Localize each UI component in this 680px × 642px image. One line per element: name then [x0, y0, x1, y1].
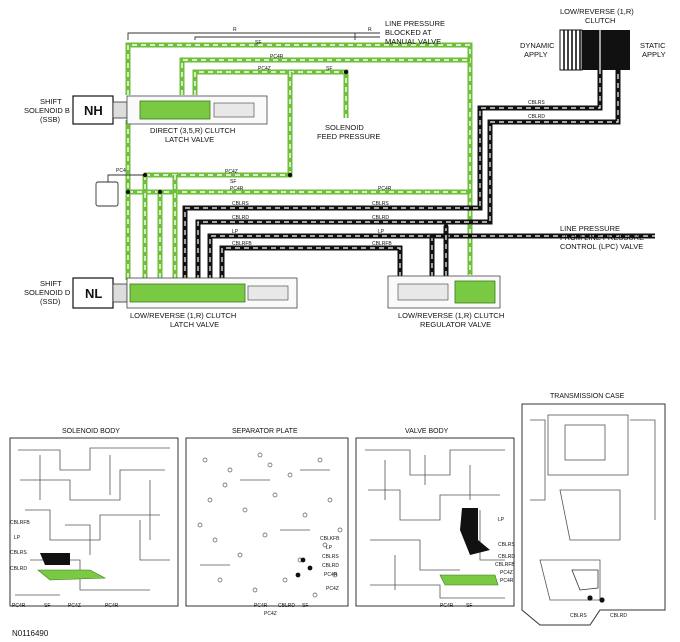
ssd-solenoid: NL	[72, 277, 128, 309]
line-pressure-lpc-3: CONTROL (LPC) VALVE	[560, 242, 643, 251]
lr-clutch-regulator-valve	[387, 275, 501, 309]
tag-cblrfb1: CBLRFB	[232, 241, 252, 247]
document-code: N0116490	[12, 629, 49, 638]
tag-pc4z2: PC4Z	[225, 169, 238, 175]
lr-clutch-latch-2: LATCH VALVE	[170, 320, 219, 329]
shift-solenoid-d-2: SOLENOID D	[24, 288, 71, 297]
vb-cblrs: CBLRS	[498, 542, 515, 548]
tag-sf1: SF	[255, 40, 261, 46]
nl-label: NL	[85, 286, 102, 301]
vb-pc4r: PC4R	[500, 578, 514, 584]
tag-lp2: LP	[378, 229, 385, 235]
top-labels: LINE PRESSURE BLOCKED AT MANUAL VALVE LO…	[24, 7, 666, 329]
tag-r1: R	[233, 27, 237, 33]
direct-clutch-latch-1: DIRECT (3,5,R) CLUTCH	[150, 126, 235, 135]
sp-lp: LP	[326, 545, 333, 551]
lr-clutch-latch-valve	[126, 277, 298, 309]
tag-cblrs1: CBLRS	[232, 201, 249, 207]
sp-pc4r2: PC4R	[254, 603, 268, 609]
clutch-title-2: CLUTCH	[585, 16, 615, 25]
vb-cblrd: CBLRD	[498, 554, 515, 560]
tag-cblrs3: CBLRS	[528, 100, 545, 106]
transmission-case-title: TRANSMISSION CASE	[550, 393, 625, 400]
lr-clutch-regulator-2: REGULATOR VALVE	[420, 320, 491, 329]
tag-pc4z1: PC4Z	[258, 66, 271, 72]
solenoid-passages	[125, 42, 473, 280]
shift-solenoid-b-3: (SSB)	[40, 115, 61, 124]
tag-cblrd2: CBLRD	[372, 215, 389, 221]
sb-pc4z: PC4Z	[68, 603, 81, 609]
line-pressure-lpc-1: LINE PRESSURE	[560, 224, 620, 233]
tag-cblrd3: CBLRD	[528, 114, 545, 120]
tag-sf2: SF	[326, 66, 332, 72]
direct-clutch-latch-2: LATCH VALVE	[165, 135, 214, 144]
dynamic-apply-1: DYNAMIC	[520, 41, 555, 50]
direct-clutch-latch-valve	[126, 95, 268, 125]
sp-cblrd: CBLRD	[322, 563, 339, 569]
sb-lp: LP	[14, 535, 21, 541]
sp-sf: SF	[302, 603, 308, 609]
sp-cblrs: CBLRS	[322, 554, 339, 560]
shift-solenoid-d-3: (SSD)	[40, 297, 61, 306]
vb-lp: LP	[498, 517, 505, 523]
vb-pc4z: PC4Z	[500, 570, 513, 576]
panel-separator-plate: SEPARATOR PLATE CBLKFB LP CBLRS CBLRD PC…	[185, 428, 349, 617]
sp-cblrd2: CBLRD	[278, 603, 295, 609]
tag-pc4: PC4	[116, 168, 126, 174]
line-pressure-lpc-2: FROM LINE PRESSURE	[560, 233, 644, 242]
static-apply-2: APPLY	[642, 50, 666, 59]
shift-solenoid-d-1: SHIFT	[40, 279, 62, 288]
valve-body-title: VALVE BODY	[405, 428, 449, 435]
sb-cblrfb: CBLRFB	[10, 520, 30, 526]
tag-lp1: LP	[232, 229, 239, 235]
tag-cblrfb2: CBLRFB	[372, 241, 392, 247]
r-lines	[127, 32, 380, 40]
tag-r2: R	[368, 27, 372, 33]
line-pressure-blocked-2: BLOCKED AT	[385, 28, 432, 37]
panel-transmission-case: TRANSMISSION CASE CBLRS CBLRD	[521, 393, 666, 626]
vb-pc4r2: PC4R	[440, 603, 454, 609]
solenoid-body-title: SOLENOID BODY	[62, 428, 120, 435]
vb-cblrfb: CBLRFB	[495, 562, 515, 568]
dynamic-apply-2: APPLY	[524, 50, 548, 59]
solenoid-feed-2: FEED PRESSURE	[317, 132, 380, 141]
shift-solenoid-b-1: SHIFT	[40, 97, 62, 106]
sp-pc4z: PC4Z	[326, 586, 339, 592]
ssb-solenoid: NH	[72, 95, 128, 125]
panel-valve-body: VALVE BODY LP CBLRS CBLRD CBLRFB PC4Z PC…	[355, 428, 515, 609]
lr-clutch-latch-1: LOW/REVERSE (1,R) CLUTCH	[130, 311, 236, 320]
tag-pc4r1: PC4R	[270, 54, 284, 60]
panel-solenoid-body: SOLENOID BODY CBLRFB LP CBLRS CBLRD PC4R…	[9, 428, 179, 609]
clutch-passages	[182, 70, 655, 280]
tc-cblrd: CBLRD	[610, 613, 627, 619]
sp-pc4r: PC4R	[324, 572, 338, 578]
lr-clutch-regulator-1: LOW/REVERSE (1,R) CLUTCH	[398, 311, 504, 320]
nh-label: NH	[84, 103, 103, 118]
tc-cblrs: CBLRS	[570, 613, 587, 619]
sb-cblrd: CBLRD	[10, 566, 27, 572]
tag-sf3: SF	[230, 179, 236, 185]
clutch-title-1: LOW/REVERSE (1,R)	[560, 7, 634, 16]
sb-pc4r2: PC4R	[105, 603, 119, 609]
line-pressure-blocked-3: MANUAL VALVE	[385, 37, 441, 46]
tag-pc4r3: PC4R	[378, 186, 392, 192]
static-apply-1: STATIC	[640, 41, 666, 50]
solenoid-feed-1: SOLENOID	[325, 123, 364, 132]
shift-solenoid-b-2: SOLENOID B	[24, 106, 70, 115]
tag-cblrd1: CBLRD	[232, 215, 249, 221]
vb-sf: SF	[466, 603, 472, 609]
sp-pc4z2: PC4Z	[264, 611, 277, 617]
tag-cblrs2: CBLRS	[372, 201, 389, 207]
lr-clutch	[559, 29, 630, 71]
tag-pc4r2: PC4R	[230, 186, 244, 192]
line-tags: R R SF PC4R PC4Z SF PC4 PC4Z SF PC4R PC4…	[116, 27, 545, 247]
sb-pc4r: PC4R	[12, 603, 26, 609]
line-pressure-blocked-1: LINE PRESSURE	[385, 19, 445, 28]
sb-sf: SF	[44, 603, 50, 609]
sp-cblkfb: CBLKFB	[320, 536, 340, 542]
separator-plate-title: SEPARATOR PLATE	[232, 428, 298, 435]
sb-cblrs: CBLRS	[10, 550, 27, 556]
